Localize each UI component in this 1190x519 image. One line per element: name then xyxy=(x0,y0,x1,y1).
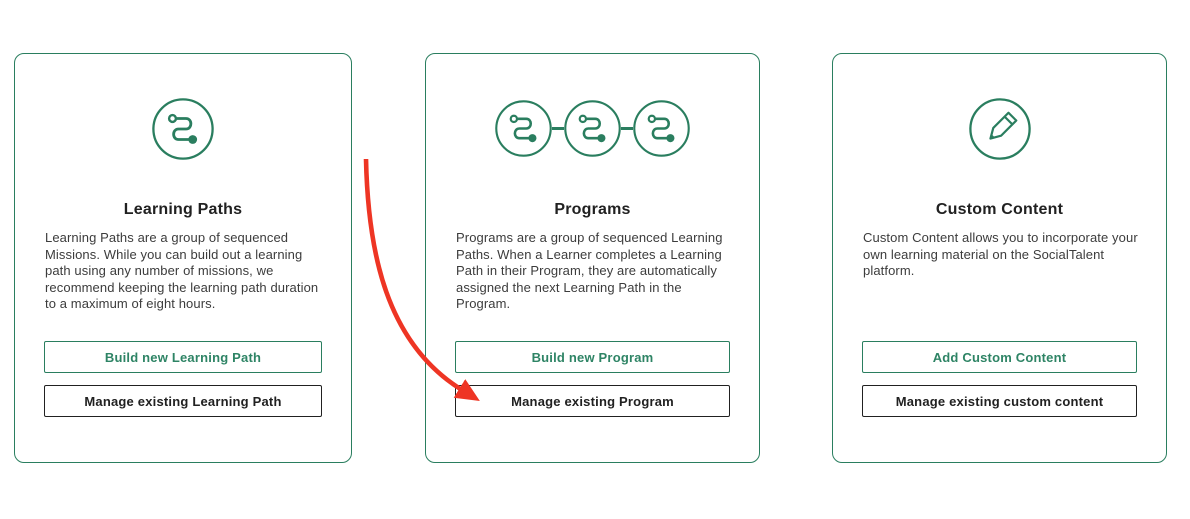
card-custom-content: Custom Content Custom Content allows you… xyxy=(832,53,1167,463)
card-learning-paths: Learning Paths Learning Paths are a grou… xyxy=(14,53,352,463)
add-custom-content-button[interactable]: Add Custom Content xyxy=(862,341,1137,373)
manage-existing-learning-path-button[interactable]: Manage existing Learning Path xyxy=(44,385,322,417)
manage-existing-program-button[interactable]: Manage existing Program xyxy=(455,385,730,417)
pencil-icon xyxy=(968,98,1031,160)
chain-connector xyxy=(552,127,564,130)
program-chain-icon xyxy=(495,100,690,157)
learning-path-icon xyxy=(152,98,214,160)
chain-connector xyxy=(621,127,633,130)
card-title-learning-paths: Learning Paths xyxy=(123,201,243,218)
build-new-learning-path-button[interactable]: Build new Learning Path xyxy=(44,341,322,373)
card-description-custom-content: Custom Content allows you to incorporate… xyxy=(863,230,1138,278)
card-title-programs: Programs xyxy=(554,201,631,218)
card-description-learning-paths: Learning Paths are a group of sequenced … xyxy=(45,230,319,311)
build-new-program-button[interactable]: Build new Program xyxy=(455,341,730,373)
manage-existing-custom-content-button[interactable]: Manage existing custom content xyxy=(862,385,1137,417)
card-description-programs: Programs are a group of sequenced Learni… xyxy=(456,230,723,311)
card-title-custom-content: Custom Content xyxy=(935,201,1064,218)
card-programs: Programs Programs are a group of sequenc… xyxy=(425,53,760,463)
